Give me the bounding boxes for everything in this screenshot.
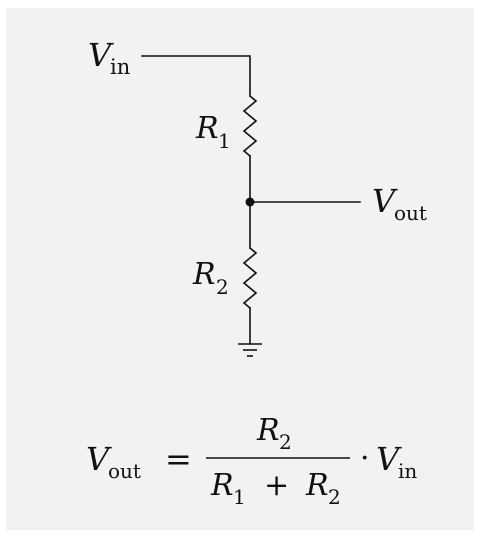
svg-text:R: R	[256, 413, 280, 448]
svg-text:in: in	[110, 55, 130, 79]
svg-text:V: V	[86, 440, 112, 478]
svg-text:out: out	[108, 459, 141, 483]
formula-dot: ·	[360, 441, 370, 476]
svg-text:R: R	[192, 257, 216, 292]
svg-text:1: 1	[218, 129, 231, 153]
resistor-r1	[242, 94, 258, 158]
svg-text:2: 2	[216, 275, 229, 299]
formula-numerator: R 2	[256, 413, 292, 454]
formula-denominator: R 1 + R 2	[210, 468, 341, 509]
resistor-r2	[242, 246, 258, 310]
formula-equals: =	[165, 440, 192, 478]
r2-label: R 2	[192, 257, 229, 299]
svg-text:+: +	[264, 468, 289, 503]
formula: V out = R 2 R 1 + R 2 · V in	[86, 413, 417, 509]
junction-node	[245, 197, 255, 207]
svg-text:R: R	[305, 468, 329, 503]
formula-rhs: V in	[376, 440, 417, 483]
ground-icon	[238, 343, 262, 357]
svg-text:2: 2	[328, 485, 341, 509]
vout-label: V out	[372, 182, 427, 225]
svg-text:R: R	[210, 468, 234, 503]
svg-text:R: R	[195, 111, 219, 146]
svg-text:1: 1	[233, 485, 246, 509]
r1-label: R 1	[195, 111, 231, 153]
svg-text:V: V	[372, 182, 398, 220]
diagram-panel	[6, 8, 474, 530]
svg-text:V: V	[88, 36, 114, 74]
vin-label: V in	[88, 36, 130, 79]
svg-text:V: V	[376, 440, 402, 478]
svg-text:2: 2	[279, 430, 292, 454]
formula-lhs: V out	[86, 440, 141, 483]
svg-text:in: in	[398, 459, 417, 483]
input-wire	[141, 55, 251, 97]
svg-text:out: out	[394, 201, 427, 225]
